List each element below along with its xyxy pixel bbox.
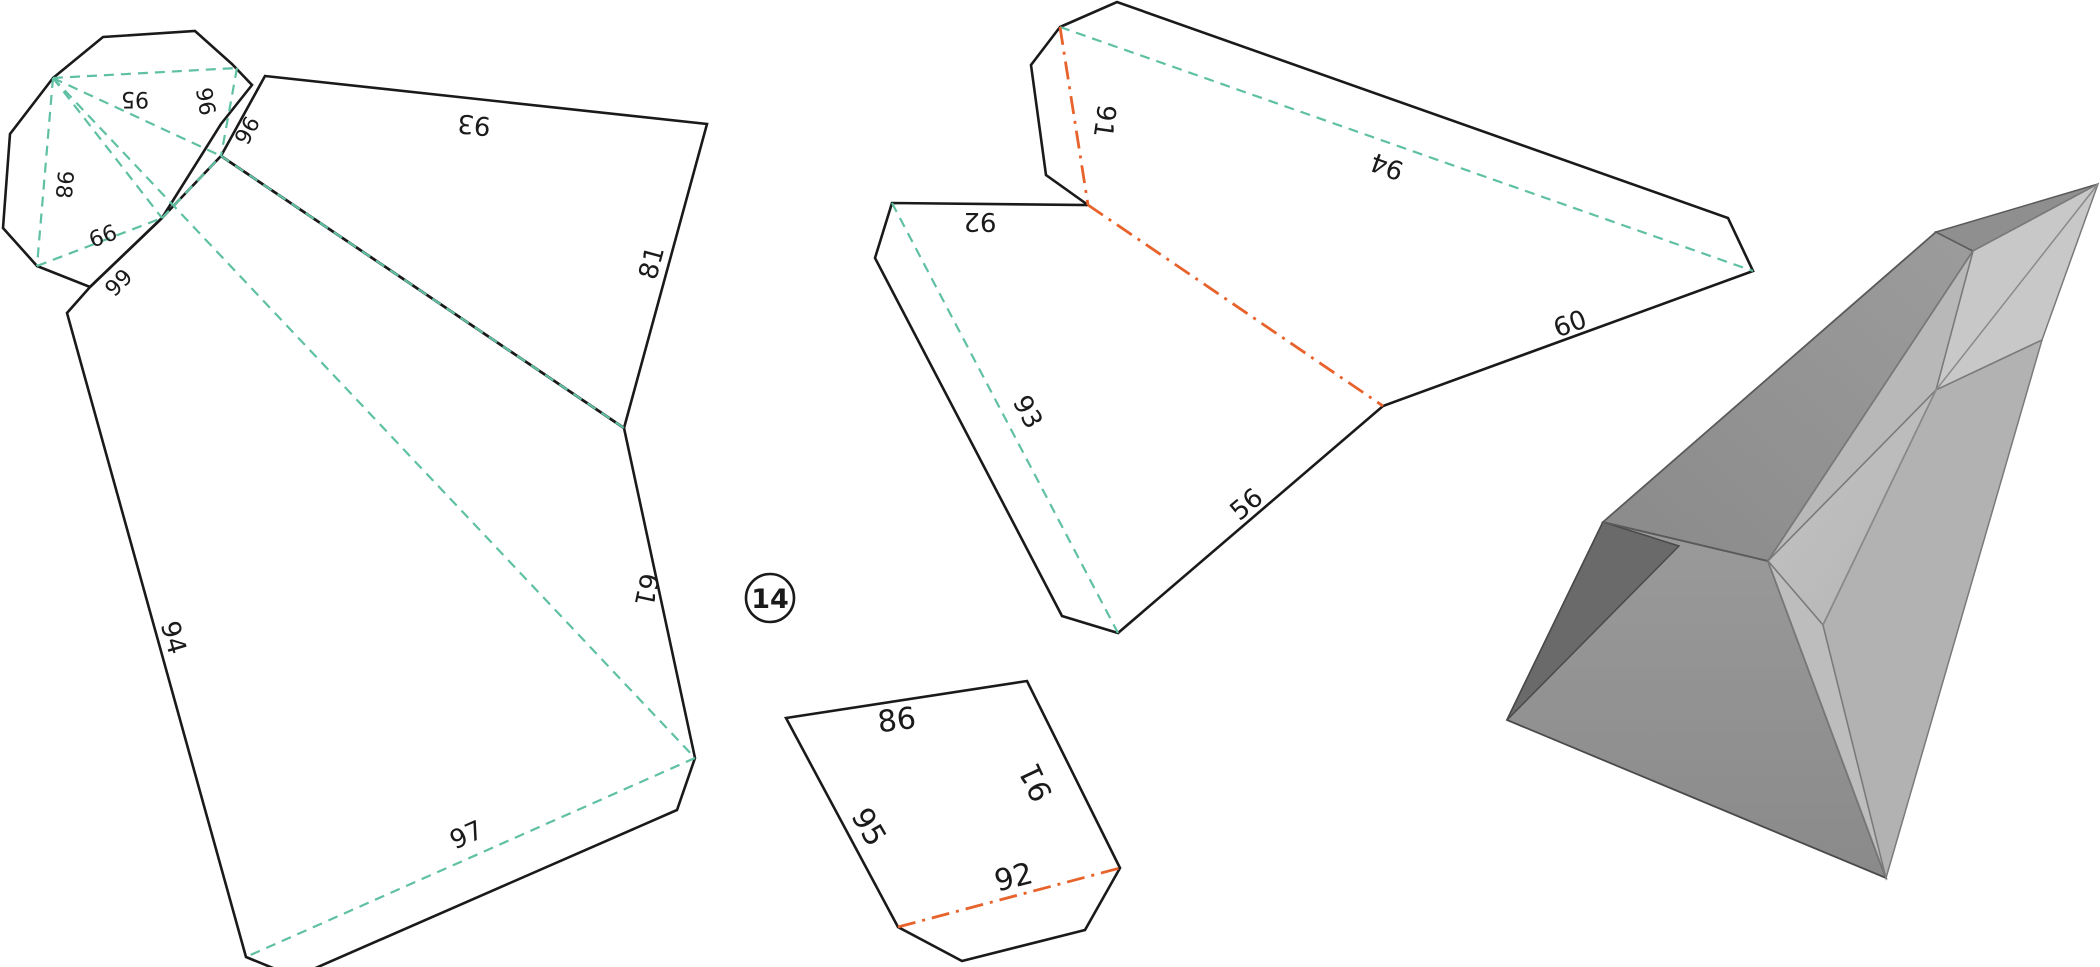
edge-label: 98: [50, 170, 77, 200]
edge-label: 95: [844, 802, 893, 853]
edge-label: 95: [121, 86, 149, 111]
cap-outline: [1, 29, 254, 289]
top-right-outline: [873, 0, 1755, 635]
part-number: 14: [751, 584, 789, 615]
edge-label: 56: [1225, 483, 1270, 527]
mountain-folds-top-right: [1058, 26, 1384, 408]
valley-folds-top-right: [891, 25, 1754, 634]
edge-label: 97: [446, 815, 488, 856]
edge-label: 96: [193, 85, 222, 117]
piece-left: 95 96 96 93 98 99 99 81 61 94 97: [1, 29, 709, 967]
edge-label: 92: [991, 856, 1037, 899]
edge-label: 93: [456, 107, 492, 140]
edge-label: 94: [154, 618, 192, 658]
edge-label: 92: [963, 206, 996, 236]
edge-label: 61: [628, 570, 664, 609]
lower-panel-outline: [65, 154, 697, 967]
edge-label: 93: [1006, 391, 1048, 434]
edge-label: 94: [1367, 146, 1408, 186]
edge-label: 91: [1087, 103, 1121, 140]
valley-folds-left: [35, 66, 696, 959]
edge-label: 91: [1012, 757, 1060, 806]
part-number-badge: 14: [744, 572, 796, 624]
edge-label: 96: [231, 113, 266, 149]
piece-bottom: 86 91 95 92: [783, 679, 1122, 963]
assembled-model-illustration: [1505, 182, 2100, 881]
bottom-outline: [783, 679, 1122, 963]
mountain-folds-bottom: [897, 866, 1121, 929]
edge-label: 60: [1550, 305, 1591, 345]
edge-label: 86: [876, 701, 918, 740]
